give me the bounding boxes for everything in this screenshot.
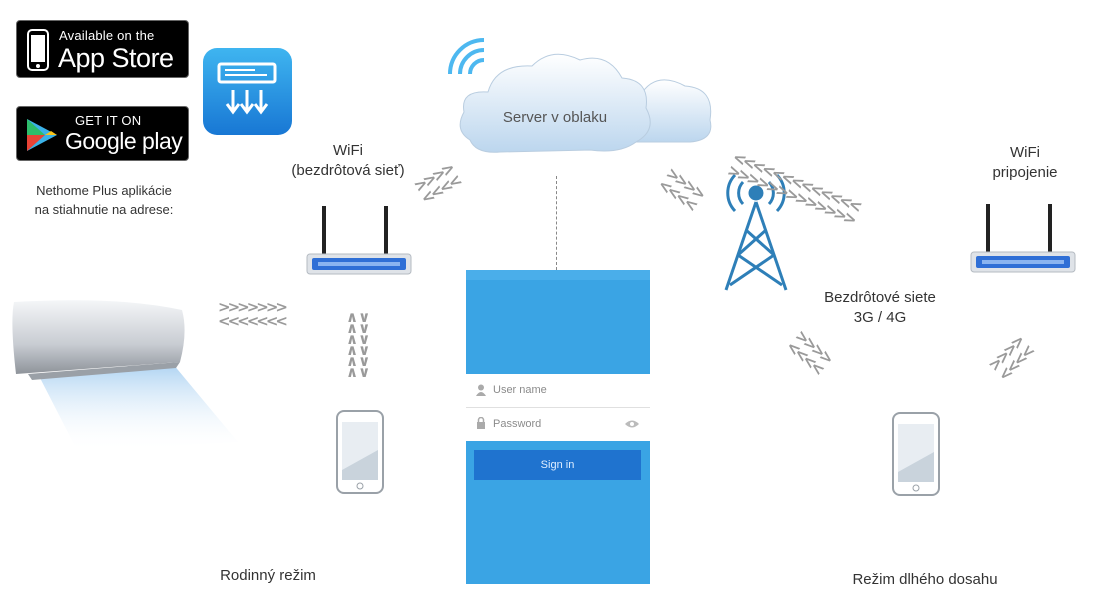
- sign-in-button[interactable]: Sign in: [474, 450, 641, 480]
- play-triangle-icon: [27, 119, 57, 151]
- cloud-app-dashed-line: [556, 176, 557, 270]
- google-play-badge[interactable]: GET IT ON Google play: [16, 106, 189, 161]
- mobile-networks-line2: 3G / 4G: [853, 309, 907, 326]
- download-note: Nethome Plus aplikácie na stiahnutie na …: [14, 181, 194, 219]
- app-store-badge[interactable]: Available on the App Store: [16, 20, 189, 78]
- long-range-mode-label: Režim dlhého dosahu: [852, 571, 998, 588]
- apple-phone-icon: [27, 29, 49, 71]
- cell-tower: [724, 173, 788, 291]
- wifi-router-left: [306, 206, 412, 275]
- wifi-router-right: [970, 204, 1076, 273]
- family-mode-label: Rodinný režim: [220, 567, 316, 584]
- username-placeholder: User name: [493, 384, 547, 396]
- download-note-line1: Nethome Plus aplikácie: [36, 183, 172, 198]
- wifi-left-label: WiFi (bezdrôtová sieť): [278, 141, 418, 181]
- google-play-large-text: Google play: [65, 128, 183, 154]
- tower-phone-arrows: >>>><<<<: [782, 325, 836, 378]
- airflow-stream: [38, 364, 238, 452]
- cloud-tower-arrows: >>>><<<<: [654, 163, 708, 215]
- smartphone-left: [336, 410, 384, 494]
- ac-body: [12, 300, 185, 374]
- wifi-right-line1: WiFi: [1010, 144, 1040, 161]
- google-play-small-text: GET IT ON: [75, 113, 142, 128]
- ac-router-arrows: >>>>>>><<<<<<<: [218, 298, 288, 330]
- wifi-right-label: WiFi pripojenie: [980, 143, 1070, 183]
- mobile-networks-line1: Bezdrôtové siete: [824, 289, 936, 306]
- eye-icon[interactable]: [624, 419, 640, 429]
- password-placeholder: Password: [493, 418, 542, 430]
- user-icon: [476, 384, 486, 396]
- lock-icon: [477, 417, 485, 429]
- cloud-server: [448, 38, 712, 153]
- mobile-networks-label: Bezdrôtové siete 3G / 4G: [800, 288, 960, 328]
- cloud-label: Server v oblaku: [502, 109, 608, 126]
- app-screen: User name Password Sign in: [466, 270, 650, 584]
- password-field[interactable]: Password: [466, 408, 650, 441]
- signal-icon: [726, 173, 786, 213]
- username-field[interactable]: User name: [466, 374, 650, 407]
- air-conditioner-unit: [12, 300, 238, 452]
- nethome-app-icon[interactable]: [203, 48, 292, 135]
- router-phone-arrows: ∧∨∧∨∧∨∧∨∧∨∧∨: [346, 308, 371, 381]
- wifi-signal-icon: [448, 38, 485, 75]
- app-store-large-text: App Store: [58, 43, 174, 73]
- wifi-right-line2: pripojenie: [992, 164, 1058, 181]
- air-conditioner-icon: [217, 62, 277, 115]
- smartphone-right: [892, 412, 940, 496]
- download-note-line2: na stiahnutie na adrese:: [34, 202, 174, 217]
- app-store-small-text: Available on the: [59, 28, 155, 43]
- wifi-left-line2: (bezdrôtová sieť): [291, 162, 405, 179]
- wifi-left-line1: WiFi: [333, 142, 363, 159]
- router-right-phone-arrows: >>>><<<<: [984, 332, 1037, 386]
- status-bar: [466, 270, 650, 280]
